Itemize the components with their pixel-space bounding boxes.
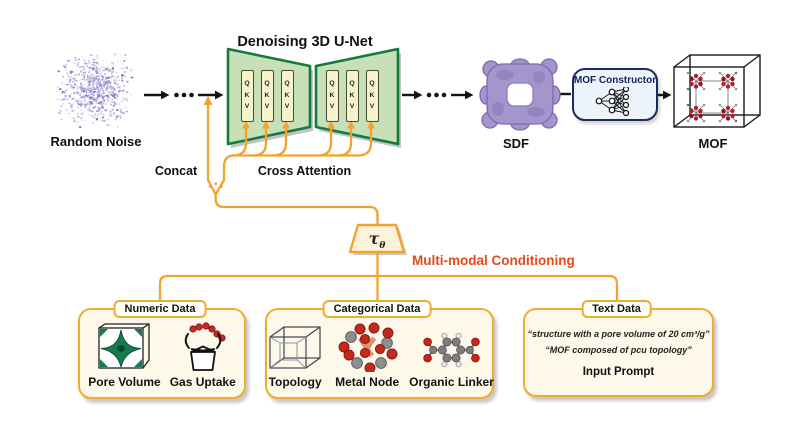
pore-volume-label: Pore Volume — [88, 375, 161, 389]
numeric-data-tab: Numeric Data — [113, 300, 207, 318]
theta-subscript: θ — [379, 241, 386, 252]
gas-uptake-icon — [184, 322, 226, 371]
input-prompt-label: Input Prompt — [582, 365, 655, 378]
topology-icon — [269, 326, 321, 369]
q-letter: Q — [329, 80, 335, 88]
metal-node-label: Metal Node — [335, 375, 400, 389]
q-letter: Q — [349, 80, 355, 88]
q-letter: Q — [369, 80, 375, 88]
pore-volume-item: Pore Volume — [88, 322, 161, 389]
text-quote-2: “MOF composed of pcu topology” — [545, 344, 692, 355]
mof-label: MOF — [698, 136, 728, 151]
metal-node-item: Metal Node — [335, 322, 399, 389]
conditioning-encoder-symbol: τθ — [357, 229, 397, 251]
pore-volume-icon — [98, 323, 151, 369]
v-letter: V — [369, 102, 375, 110]
numeric-data-box: Pore Volume — [78, 308, 246, 399]
mof-constructor-label: MOF Constructor — [573, 75, 657, 86]
noise-specks — [56, 53, 134, 129]
organic-linker-item: Organic Linker — [409, 328, 494, 389]
k-letter: K — [349, 91, 355, 99]
mof-structure — [670, 50, 764, 132]
text-data-tab: Text Data — [581, 300, 652, 318]
gas-uptake-item: Gas Uptake — [170, 322, 236, 389]
q-letter: Q — [264, 80, 270, 88]
v-letter: V — [349, 102, 355, 110]
conditioning-tree — [158, 250, 619, 304]
mof-constructor-box: MOF Constructor — [572, 68, 658, 121]
v-letter: V — [284, 102, 290, 110]
topology-label: Topology — [268, 375, 322, 389]
topology-item: Topology — [265, 324, 325, 389]
organic-linker-label: Organic Linker — [409, 375, 494, 389]
v-letter: V — [244, 102, 250, 110]
tau-symbol: τ — [368, 229, 380, 248]
k-letter: K — [284, 91, 290, 99]
k-letter: K — [329, 91, 335, 99]
v-letter: V — [264, 102, 270, 110]
mof-cluster — [686, 71, 706, 91]
random-noise-label: Random Noise — [50, 134, 142, 149]
text-quote-1: “structure with a pore volume of 20 cm³/… — [527, 329, 710, 339]
flow-arrows — [144, 90, 672, 100]
categorical-data-tab: Categorical Data — [322, 300, 432, 318]
metal-node-icon — [338, 322, 398, 372]
concat-label: Concat — [154, 164, 198, 178]
multimodal-conditioning-title: Multi-modal Conditioning — [412, 253, 575, 268]
tau-trapezoid — [348, 223, 407, 255]
text-data-box: “structure with a pore volume of 20 cm³/… — [523, 308, 714, 397]
cross-attention-label: Cross Attention — [257, 164, 352, 178]
neural-network-icon — [595, 87, 630, 116]
v-letter: V — [329, 102, 335, 110]
random-noise-image — [55, 52, 137, 132]
unet-title: Denoising 3D U-Net — [237, 34, 373, 50]
k-letter: K — [244, 91, 250, 99]
gas-uptake-label: Gas Uptake — [169, 375, 236, 389]
k-letter: K — [369, 91, 375, 99]
k-letter: K — [264, 91, 270, 99]
categorical-data-box: Topology Metal Node — [265, 308, 494, 399]
q-letter: Q — [244, 80, 250, 88]
organic-linker-icon — [423, 332, 480, 368]
cross-attention-paths — [208, 120, 379, 227]
sdf-structure — [477, 56, 563, 132]
concat-path — [203, 95, 217, 196]
q-letter: Q — [284, 80, 290, 88]
sdf-label: SDF — [503, 136, 529, 151]
